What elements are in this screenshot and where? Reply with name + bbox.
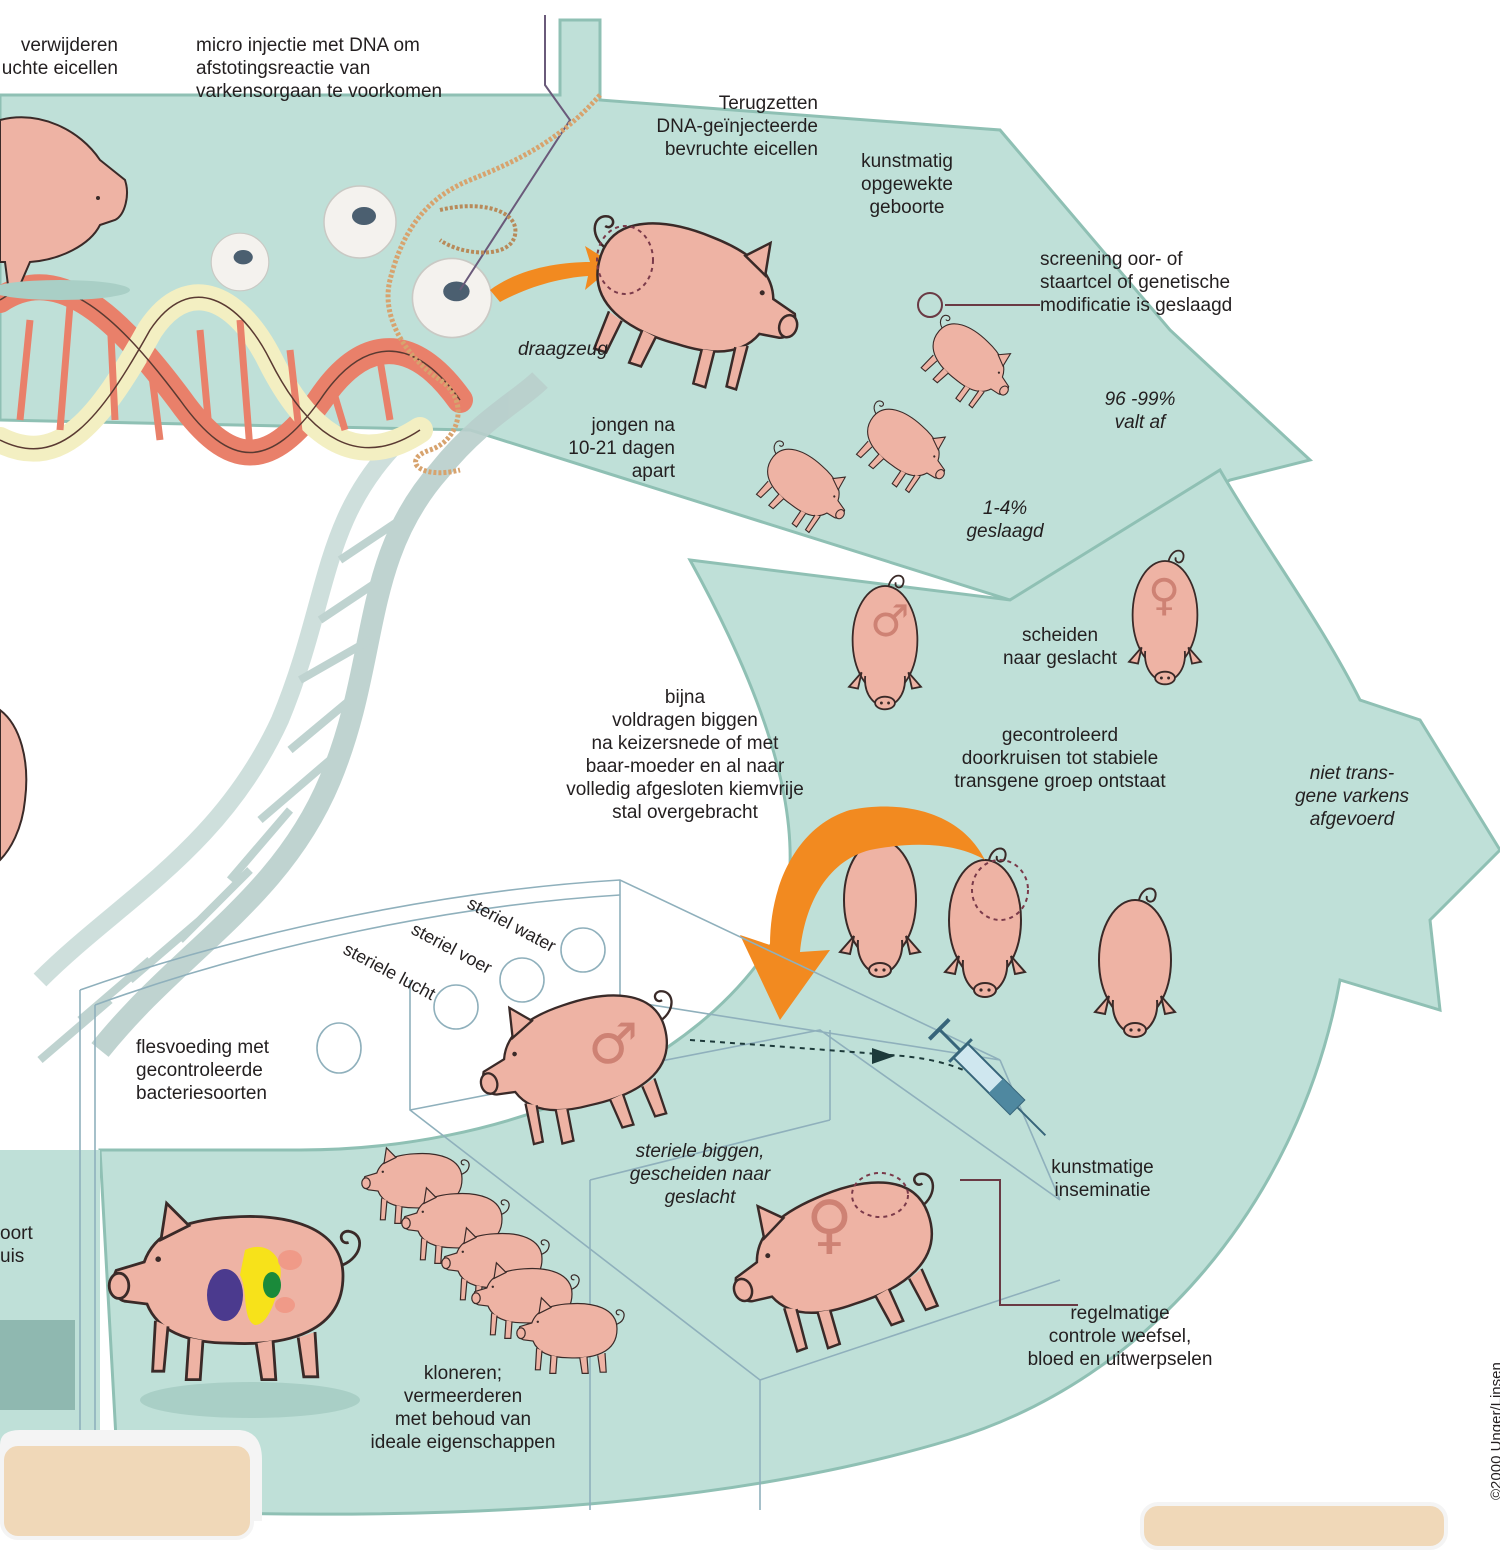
success-rate-label: 1-4%geslaagd <box>940 497 1070 543</box>
fail-rate-label: 96 -99%valt af <box>1075 388 1205 434</box>
female-symbol-sow: ♀ <box>806 1188 853 1262</box>
surrogate-sow-label: draagzeug <box>518 338 608 361</box>
left-shadow-block <box>0 1320 75 1410</box>
bottom-left-tab <box>0 1442 254 1540</box>
egg-cell-injected <box>412 258 491 337</box>
copyright-credit: ©2000 Unger/Linsen <box>1488 1362 1500 1500</box>
bottom-right-tab <box>1140 1502 1448 1550</box>
male-symbol: ♂ <box>870 596 909 647</box>
organ-circle-fragment <box>0 710 26 860</box>
egg-cell-medium <box>324 186 396 258</box>
female-symbol: ♀ <box>1148 570 1180 621</box>
egg-cell-small <box>211 233 269 291</box>
male-symbol-boar: ♂ <box>588 1012 638 1077</box>
